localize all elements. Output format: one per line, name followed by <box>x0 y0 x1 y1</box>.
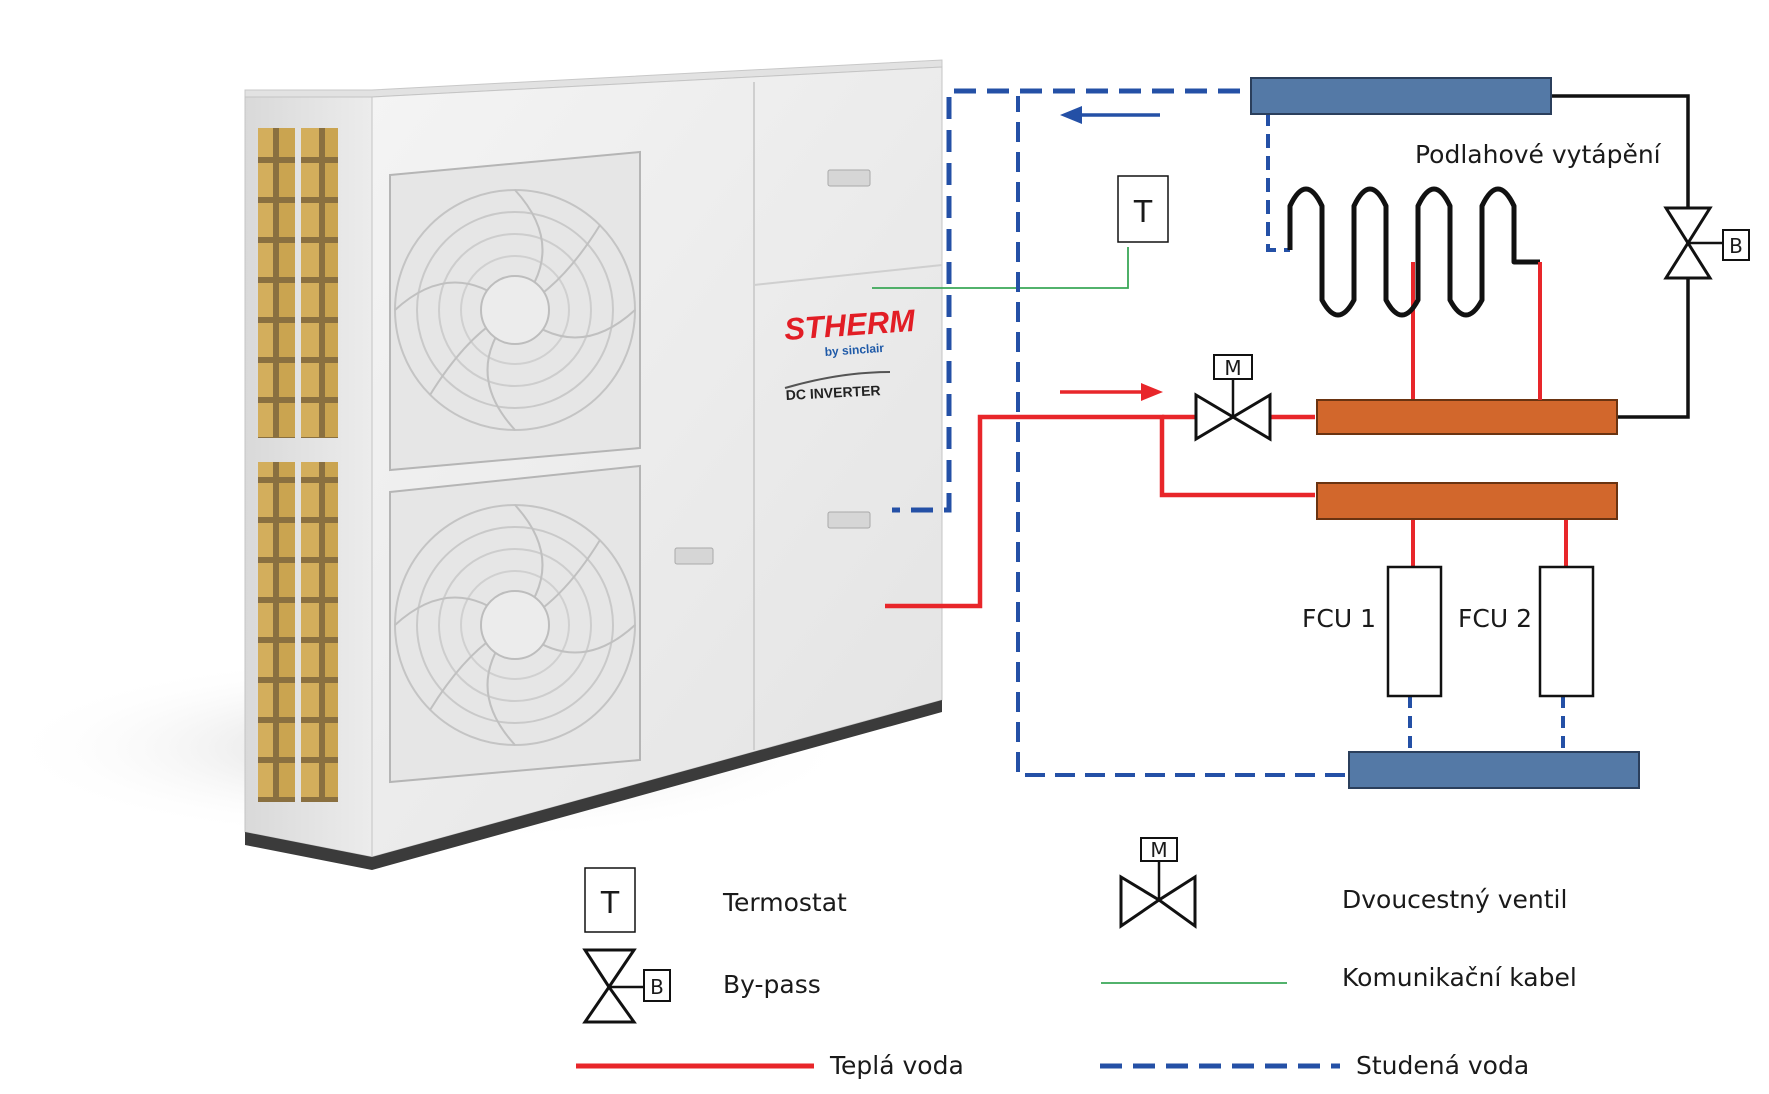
arrow-icon <box>1060 106 1160 124</box>
warm-manifold-upper <box>1316 399 1618 435</box>
brand-logo-sub: by sinclair <box>824 341 885 359</box>
piping-diagram: Podlahové vytápění T M B FCU 1 <box>872 77 1750 789</box>
fan-grille-icon <box>389 150 641 472</box>
thermostat-icon: T <box>1117 175 1169 243</box>
thermostat-icon: T <box>584 867 636 933</box>
fcu-2: FCU 2 <box>1458 565 1595 698</box>
legend: T Termostat B By-pass Teplá voda M <box>576 837 1577 1080</box>
legend-bypass: B By-pass <box>582 948 821 1024</box>
legend-thermostat: T Termostat <box>584 867 847 933</box>
coil-icon <box>1287 186 1540 318</box>
bypass-valve-icon: B <box>1663 206 1750 280</box>
valve-motor-symbol: M <box>1224 356 1241 380</box>
legend-bypass-label: By-pass <box>723 970 821 999</box>
thermostat-symbol: T <box>1133 195 1153 230</box>
legend-cable-label: Komunikační kabel <box>1342 963 1577 992</box>
unit-base <box>245 700 942 870</box>
two-way-valve-icon: M <box>1194 354 1272 442</box>
cold-water-coil-return <box>1266 112 1290 252</box>
cold-manifold-top <box>1250 77 1552 115</box>
bypass-valve-icon: B <box>582 948 671 1024</box>
legend-warm-water-label: Teplá voda <box>829 1051 964 1080</box>
side-fins-lower <box>258 462 338 802</box>
heat-pump-unit: STHERM by sinclair DC INVERTER <box>0 59 943 870</box>
service-panel-split <box>753 264 943 286</box>
fan-grille-icon <box>389 464 641 784</box>
legend-cold-water-label: Studená voda <box>1356 1051 1529 1080</box>
arrow-icon <box>1060 383 1163 401</box>
fcu-1: FCU 1 <box>1302 565 1443 698</box>
legend-valve-label: Dvoucestný ventil <box>1342 885 1567 914</box>
cold-water-fcu-return-line <box>1016 96 1345 777</box>
panel-handle <box>827 511 871 529</box>
two-way-valve-icon: M <box>1119 837 1197 929</box>
legend-valve: M Dvoucestný ventil <box>1119 837 1567 929</box>
fcu-1-label: FCU 1 <box>1302 604 1376 633</box>
panel-handle <box>674 547 714 565</box>
floor-heating-label: Podlahové vytápění <box>1415 140 1662 169</box>
cold-water-return-line <box>892 88 1240 513</box>
legend-warm-water: Teplá voda <box>576 1051 964 1080</box>
cold-manifold-bottom <box>1348 751 1640 789</box>
legend-thermostat-label: Termostat <box>722 888 847 917</box>
legend-cable: Komunikační kabel <box>1101 963 1577 992</box>
warm-water-supply-line <box>885 414 1315 609</box>
communication-cable <box>872 247 1129 289</box>
legend-bypass-symbol: B <box>650 975 664 999</box>
panel-handle <box>827 169 871 187</box>
warm-manifold-lower <box>1316 482 1618 520</box>
legend-cold-water: Studená voda <box>1100 1051 1529 1080</box>
legend-thermostat-symbol: T <box>600 886 620 921</box>
fcu-2-label: FCU 2 <box>1458 604 1532 633</box>
legend-motor-symbol: M <box>1150 838 1167 862</box>
side-fins-upper <box>258 128 338 438</box>
inverter-swoosh <box>784 371 891 389</box>
inverter-label: DC INVERTER <box>785 382 881 403</box>
bypass-symbol: B <box>1729 234 1743 258</box>
